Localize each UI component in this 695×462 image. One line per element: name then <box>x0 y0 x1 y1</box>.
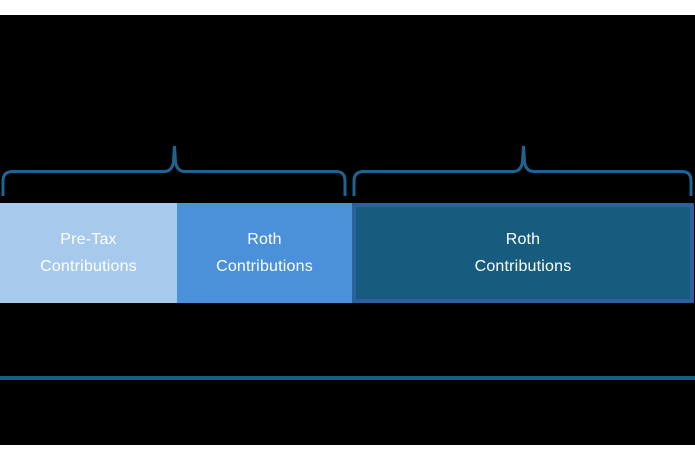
bottom-margin-strip <box>0 445 695 462</box>
bar-segment-label: Roth Contributions <box>216 231 313 275</box>
bar-roth-contributions-employee: Roth Contributions <box>177 203 352 303</box>
left-brace <box>1 145 347 196</box>
bar-roth-contributions-large: Roth Contributions <box>352 203 694 303</box>
right-brace <box>352 145 693 196</box>
bar-segment-label: Roth Contributions <box>474 231 572 275</box>
bar-segment-label: Pre-Tax Contributions <box>40 231 137 275</box>
top-margin-strip <box>0 0 695 15</box>
divider-line <box>0 376 695 380</box>
bar-pretax-contributions: Pre-Tax Contributions <box>0 203 177 303</box>
